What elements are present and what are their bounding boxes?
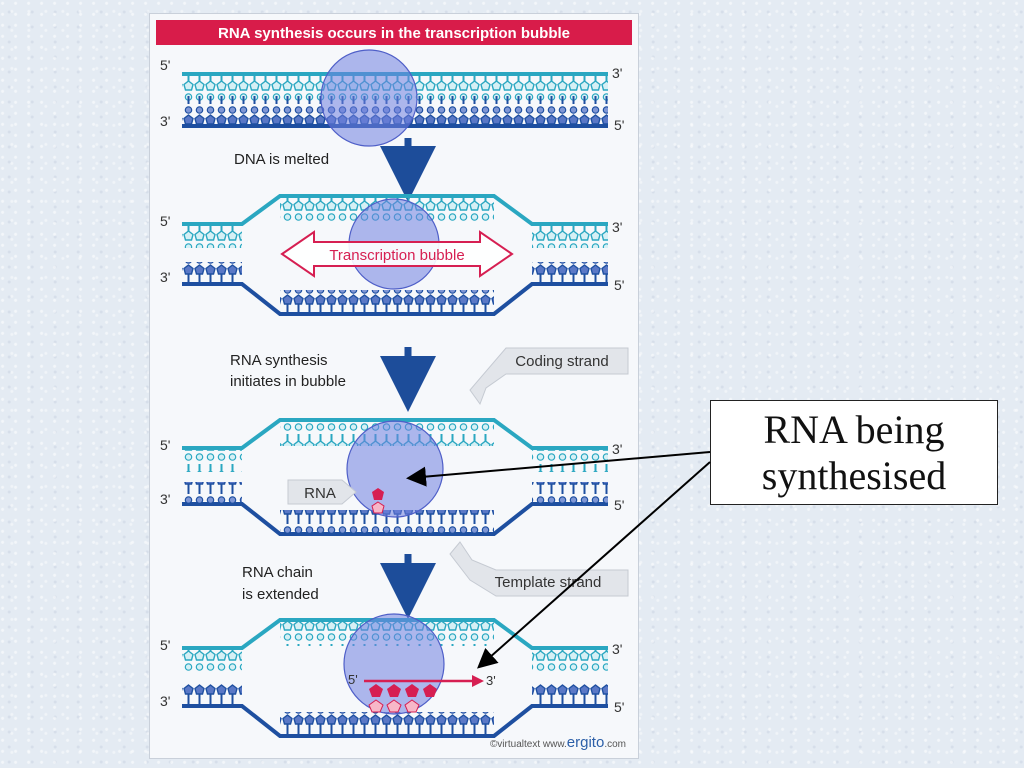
transcription-figure: RNA synthesis occurs in the transcriptio…: [149, 13, 639, 759]
rna-chain: 5' 3': [348, 672, 496, 713]
credit-text: ©virtualtext www.ergito.com: [490, 734, 626, 751]
callout-box: RNA being synthesised: [710, 400, 998, 505]
label-3prime: 3': [612, 65, 622, 81]
rna-polymerase: [320, 49, 418, 147]
label-3prime: 3': [160, 113, 170, 129]
rna-primer: [371, 488, 385, 514]
panel-bubble: Transcription bubble 5' 3' 3' 5': [160, 194, 624, 316]
label-5prime: 5': [614, 699, 624, 715]
rna-label: RNA: [304, 485, 336, 502]
step-text-2: RNA synthesis: [230, 352, 328, 369]
panel-closed-dna: 5' 3' 3' 5': [160, 49, 624, 147]
label-3prime: 3': [612, 219, 622, 235]
label-5prime: 5': [160, 637, 170, 653]
label-5prime: 5': [160, 437, 170, 453]
step-text-2: initiates in bubble: [230, 373, 346, 390]
label-5prime: 5': [614, 117, 624, 133]
label-5prime: 5': [614, 277, 624, 293]
label-3prime: 3': [612, 641, 622, 657]
label-5prime: 5': [614, 497, 624, 513]
template-strand-label: Template strand: [495, 574, 602, 591]
label-5prime: 5': [160, 57, 170, 73]
step-text-1: DNA is melted: [234, 151, 329, 168]
coding-strand-pointer: Coding strand: [469, 347, 629, 406]
label-3prime: 3': [612, 441, 622, 457]
template-strand-pointer: Template strand: [449, 541, 629, 597]
step-text-3: RNA chain: [242, 564, 313, 581]
rna-polymerase: [346, 420, 444, 518]
coding-strand-label: Coding strand: [515, 353, 608, 370]
panel-initiation: RNA 5' 3' 3' 5': [160, 418, 624, 536]
title-bar: [156, 20, 632, 45]
step-text-3: is extended: [242, 586, 319, 603]
rna-chain-5prime: 5': [348, 672, 358, 687]
callout-line-1: RNA being: [763, 406, 945, 452]
label-3prime: 3': [160, 491, 170, 507]
transcription-bubble-arrow: [280, 230, 514, 278]
rna-label-pointer: RNA: [287, 479, 357, 505]
rna-chain-3prime: 3': [486, 673, 496, 688]
label-3prime: 3': [160, 693, 170, 709]
panel-elongation: 5' 3' 5' 3' 3' 5': [160, 613, 624, 738]
label-3prime: 3': [160, 269, 170, 285]
rna-polymerase: [343, 613, 445, 715]
label-5prime: 5': [160, 213, 170, 229]
callout-line-2: synthesised: [761, 452, 947, 498]
figure-svg: RNA synthesis occurs in the transcriptio…: [156, 20, 632, 751]
figure-title: RNA synthesis occurs in the transcriptio…: [218, 25, 570, 42]
transcription-bubble-label: Transcription bubble: [329, 247, 464, 264]
